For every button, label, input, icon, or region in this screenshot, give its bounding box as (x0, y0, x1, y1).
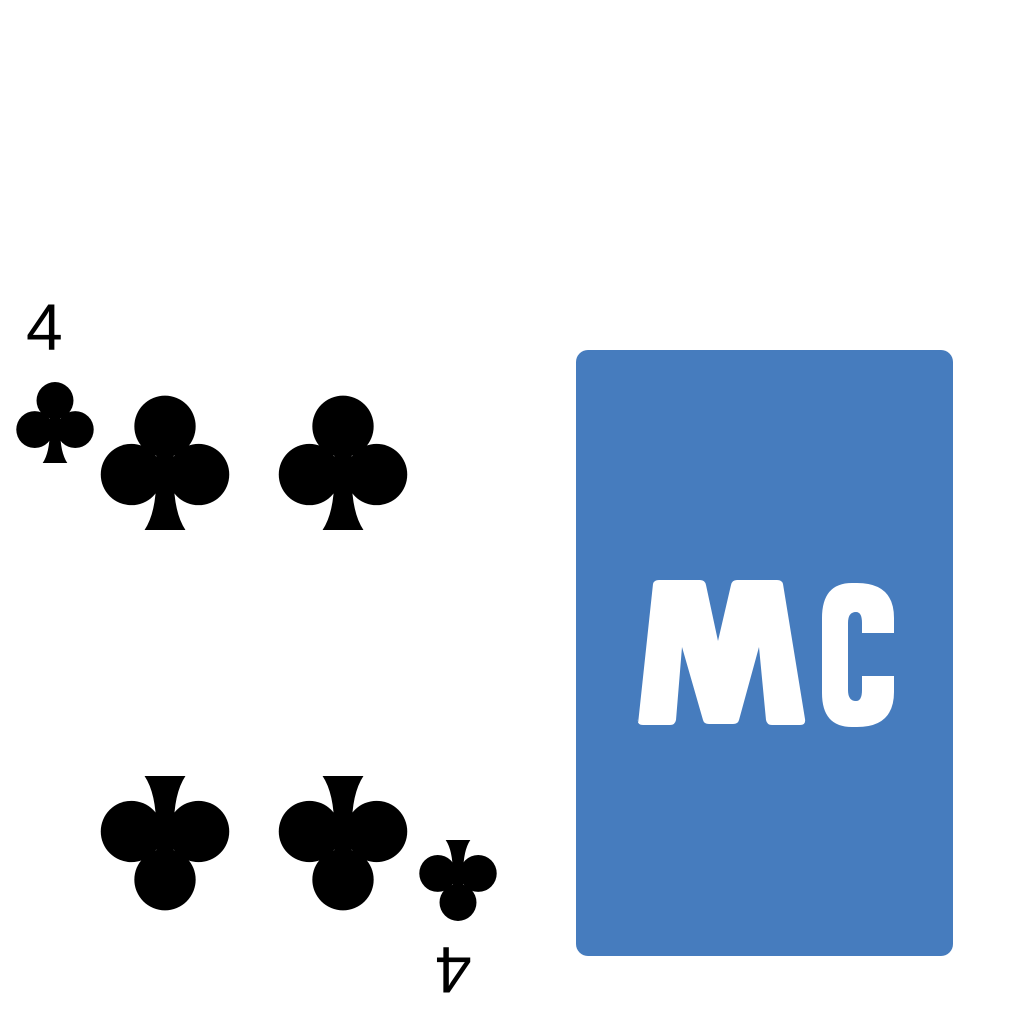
corner-suit-club-icon (11, 375, 99, 463)
card-rank-bottom: 4 (435, 933, 472, 1007)
card-rank-top: 4 (26, 290, 63, 364)
playing-card-4-of-clubs[interactable]: 4 (0, 0, 560, 1024)
card-back-deck[interactable] (576, 350, 953, 956)
pip-club-icon-bottom-right (270, 776, 416, 922)
pip-club-icon-top-right (270, 384, 416, 530)
pip-club-icon-bottom-left (92, 776, 238, 922)
pip-club-icon-top-left (92, 384, 238, 530)
corner-suit-club-icon-inverted (414, 840, 502, 928)
mc-logo-icon (576, 350, 953, 956)
